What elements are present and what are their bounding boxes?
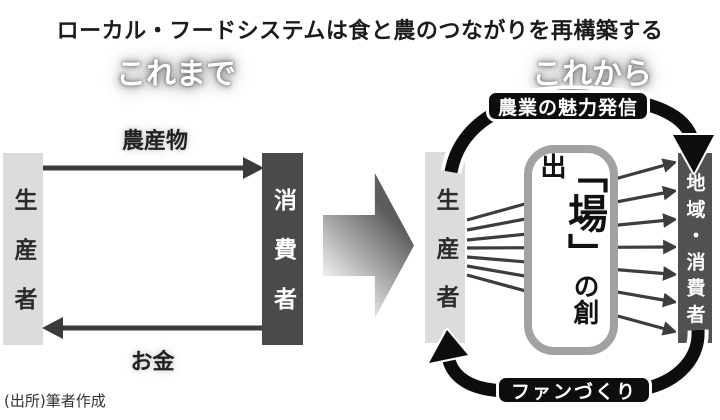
before-consumer-box: 消費者: [262, 153, 303, 345]
source-note: (出所)筆者作成: [4, 392, 106, 410]
place-creation-label: 「場」の創出: [536, 153, 607, 347]
before-producer-box: 生産者: [3, 153, 43, 345]
after-producer-box: 生産者: [425, 152, 465, 343]
money-arrow-icon: [42, 317, 263, 339]
money-label: お金: [130, 350, 175, 375]
goods-label: 農産物: [121, 129, 188, 154]
after-consumer-label: 地域・消費者: [683, 172, 706, 331]
goods-arrow-icon: [42, 157, 264, 179]
place-creation-box: 「場」の創出: [524, 145, 618, 355]
place-main-text: 「場」: [561, 153, 607, 273]
before-consumer-label: 消費者: [269, 188, 296, 337]
heading-after: これから: [532, 57, 652, 92]
after-producer-label: 生産者: [432, 187, 458, 333]
fanmaking-banner: ファンづくり: [496, 375, 652, 405]
figure-title: ローカル・フードシステムは食と農のつながりを再構築する: [56, 19, 664, 44]
after-consumer-box: 地域・消費者: [678, 153, 712, 343]
before-producer-label: 生産者: [10, 188, 36, 337]
heading-before: これまで: [116, 57, 236, 92]
appeal-banner: 農業の魅力発信: [486, 90, 650, 122]
